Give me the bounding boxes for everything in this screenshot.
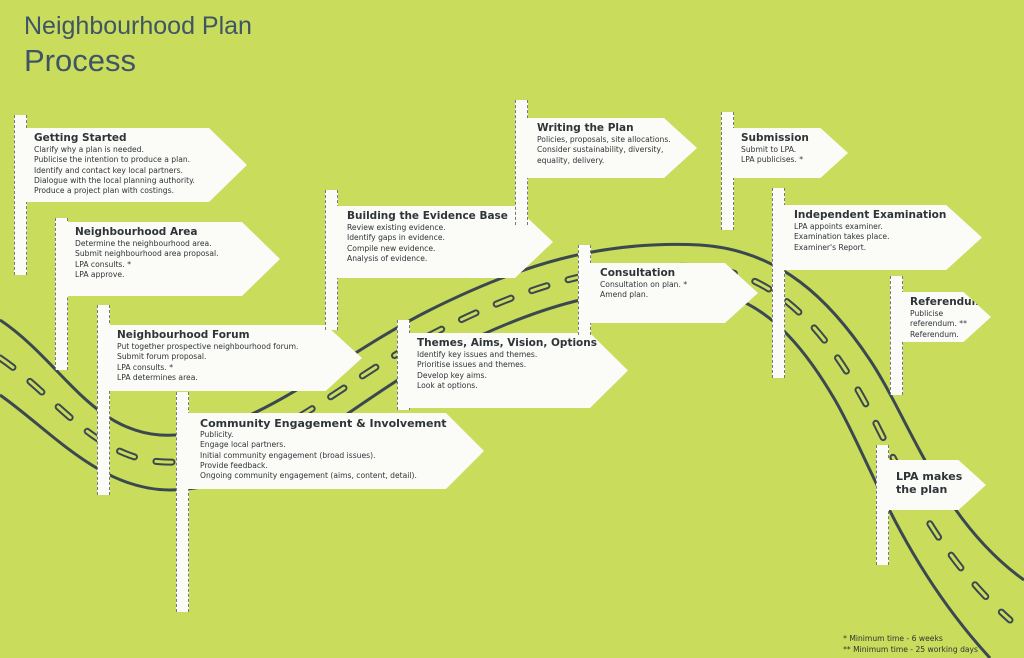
sign-line: Publicise referendum. **: [910, 309, 967, 329]
sign-title: Writing the Plan: [537, 122, 634, 134]
sign-line: Identify key issues and themes.: [417, 350, 538, 359]
sign-title: Themes, Aims, Vision, Options: [417, 337, 597, 349]
sign-title: Getting Started: [34, 132, 127, 144]
page-title: Neighbourhood Plan Process: [24, 12, 252, 79]
sign-line: LPA appoints examiner.: [794, 222, 883, 231]
title-line-2: Process: [24, 43, 136, 78]
sign-line: Produce a project plan with costings.: [34, 186, 174, 196]
sign-title: Community Engagement & Involvement: [200, 417, 447, 430]
sign-title: Submission: [741, 132, 809, 144]
footnotes: * Minimum time - 6 weeks ** Minimum time…: [843, 634, 978, 655]
sign-line: Submit neighbourhood area proposal.: [75, 249, 219, 259]
sign-line: Examiner's Report.: [794, 242, 867, 252]
footnote-25-days: ** Minimum time - 25 working days: [843, 644, 978, 654]
sign-line: Initial community engagement (broad issu…: [200, 450, 376, 460]
footnote-six-weeks: * Minimum time - 6 weeks: [843, 634, 943, 643]
sign-line: equality, delivery.: [537, 155, 605, 165]
sign-line: Identify and contact key local partners.: [34, 165, 183, 175]
sign-title: LPA makes the plan: [896, 470, 963, 496]
sign-line: Dialogue with the local planning authori…: [34, 175, 195, 185]
signpost-pole: [176, 392, 189, 612]
sign-line: Consider sustainability, diversity,: [537, 145, 664, 155]
sign-line: Consultation on plan. *: [600, 280, 688, 289]
sign-line: LPA publicises. *: [741, 155, 804, 165]
sign-line: Referendum.: [910, 329, 959, 339]
sign-line: Develop key aims.: [417, 370, 487, 380]
sign-line: Review existing evidence.: [347, 223, 446, 232]
sign-line: Publicity.: [200, 430, 234, 439]
sign-title: Consultation: [600, 267, 676, 279]
sign-line: Examination takes place.: [794, 232, 890, 242]
sign-line: Engage local partners.: [200, 440, 286, 450]
sign-title: Neighbourhood Forum: [117, 329, 250, 341]
sign-title: Independent Examination: [794, 209, 947, 221]
sign-line: Analysis of evidence.: [347, 253, 428, 263]
sign-line: Submit forum proposal.: [117, 352, 207, 362]
road-center-dashes-fill: [0, 264, 1012, 622]
sign-content: LPA makes the plan: [884, 460, 986, 496]
road-edge-bottom: [0, 287, 992, 658]
sign-line: Ongoing community engagement (aims, cont…: [200, 471, 417, 481]
sign-line: Provide feedback.: [200, 460, 268, 470]
sign-line: Policies, proposals, site allocations.: [537, 135, 671, 144]
sign-line: LPA consults. *: [75, 259, 132, 269]
sign-line: Publicise the intention to produce a pla…: [34, 155, 191, 165]
sign-line: Look at options.: [417, 380, 478, 390]
sign-line: Identify gaps in evidence.: [347, 233, 445, 243]
sign-line: Submit to LPA.: [741, 145, 797, 154]
sign-line: Prioritise issues and themes.: [417, 360, 527, 370]
sign-line: Put together prospective neighbourhood f…: [117, 342, 299, 351]
sign-line: LPA consults. *: [117, 362, 174, 372]
sign-line: Clarify why a plan is needed.: [34, 145, 144, 154]
sign-title: Building the Evidence Base: [347, 210, 508, 222]
sign-line: LPA determines area.: [117, 372, 198, 382]
sign-line: Amend plan.: [600, 290, 649, 300]
title-line-1: Neighbourhood Plan: [24, 12, 252, 40]
road-edge-top: [0, 242, 1024, 582]
sign-title: Referendum: [910, 296, 983, 308]
signpost-pole: [772, 188, 785, 378]
sign-line: Determine the neighbourhood area.: [75, 239, 212, 248]
sign-title: Neighbourhood Area: [75, 226, 198, 238]
sign-line: Compile new evidence.: [347, 243, 436, 253]
sign-line: LPA approve.: [75, 269, 125, 279]
